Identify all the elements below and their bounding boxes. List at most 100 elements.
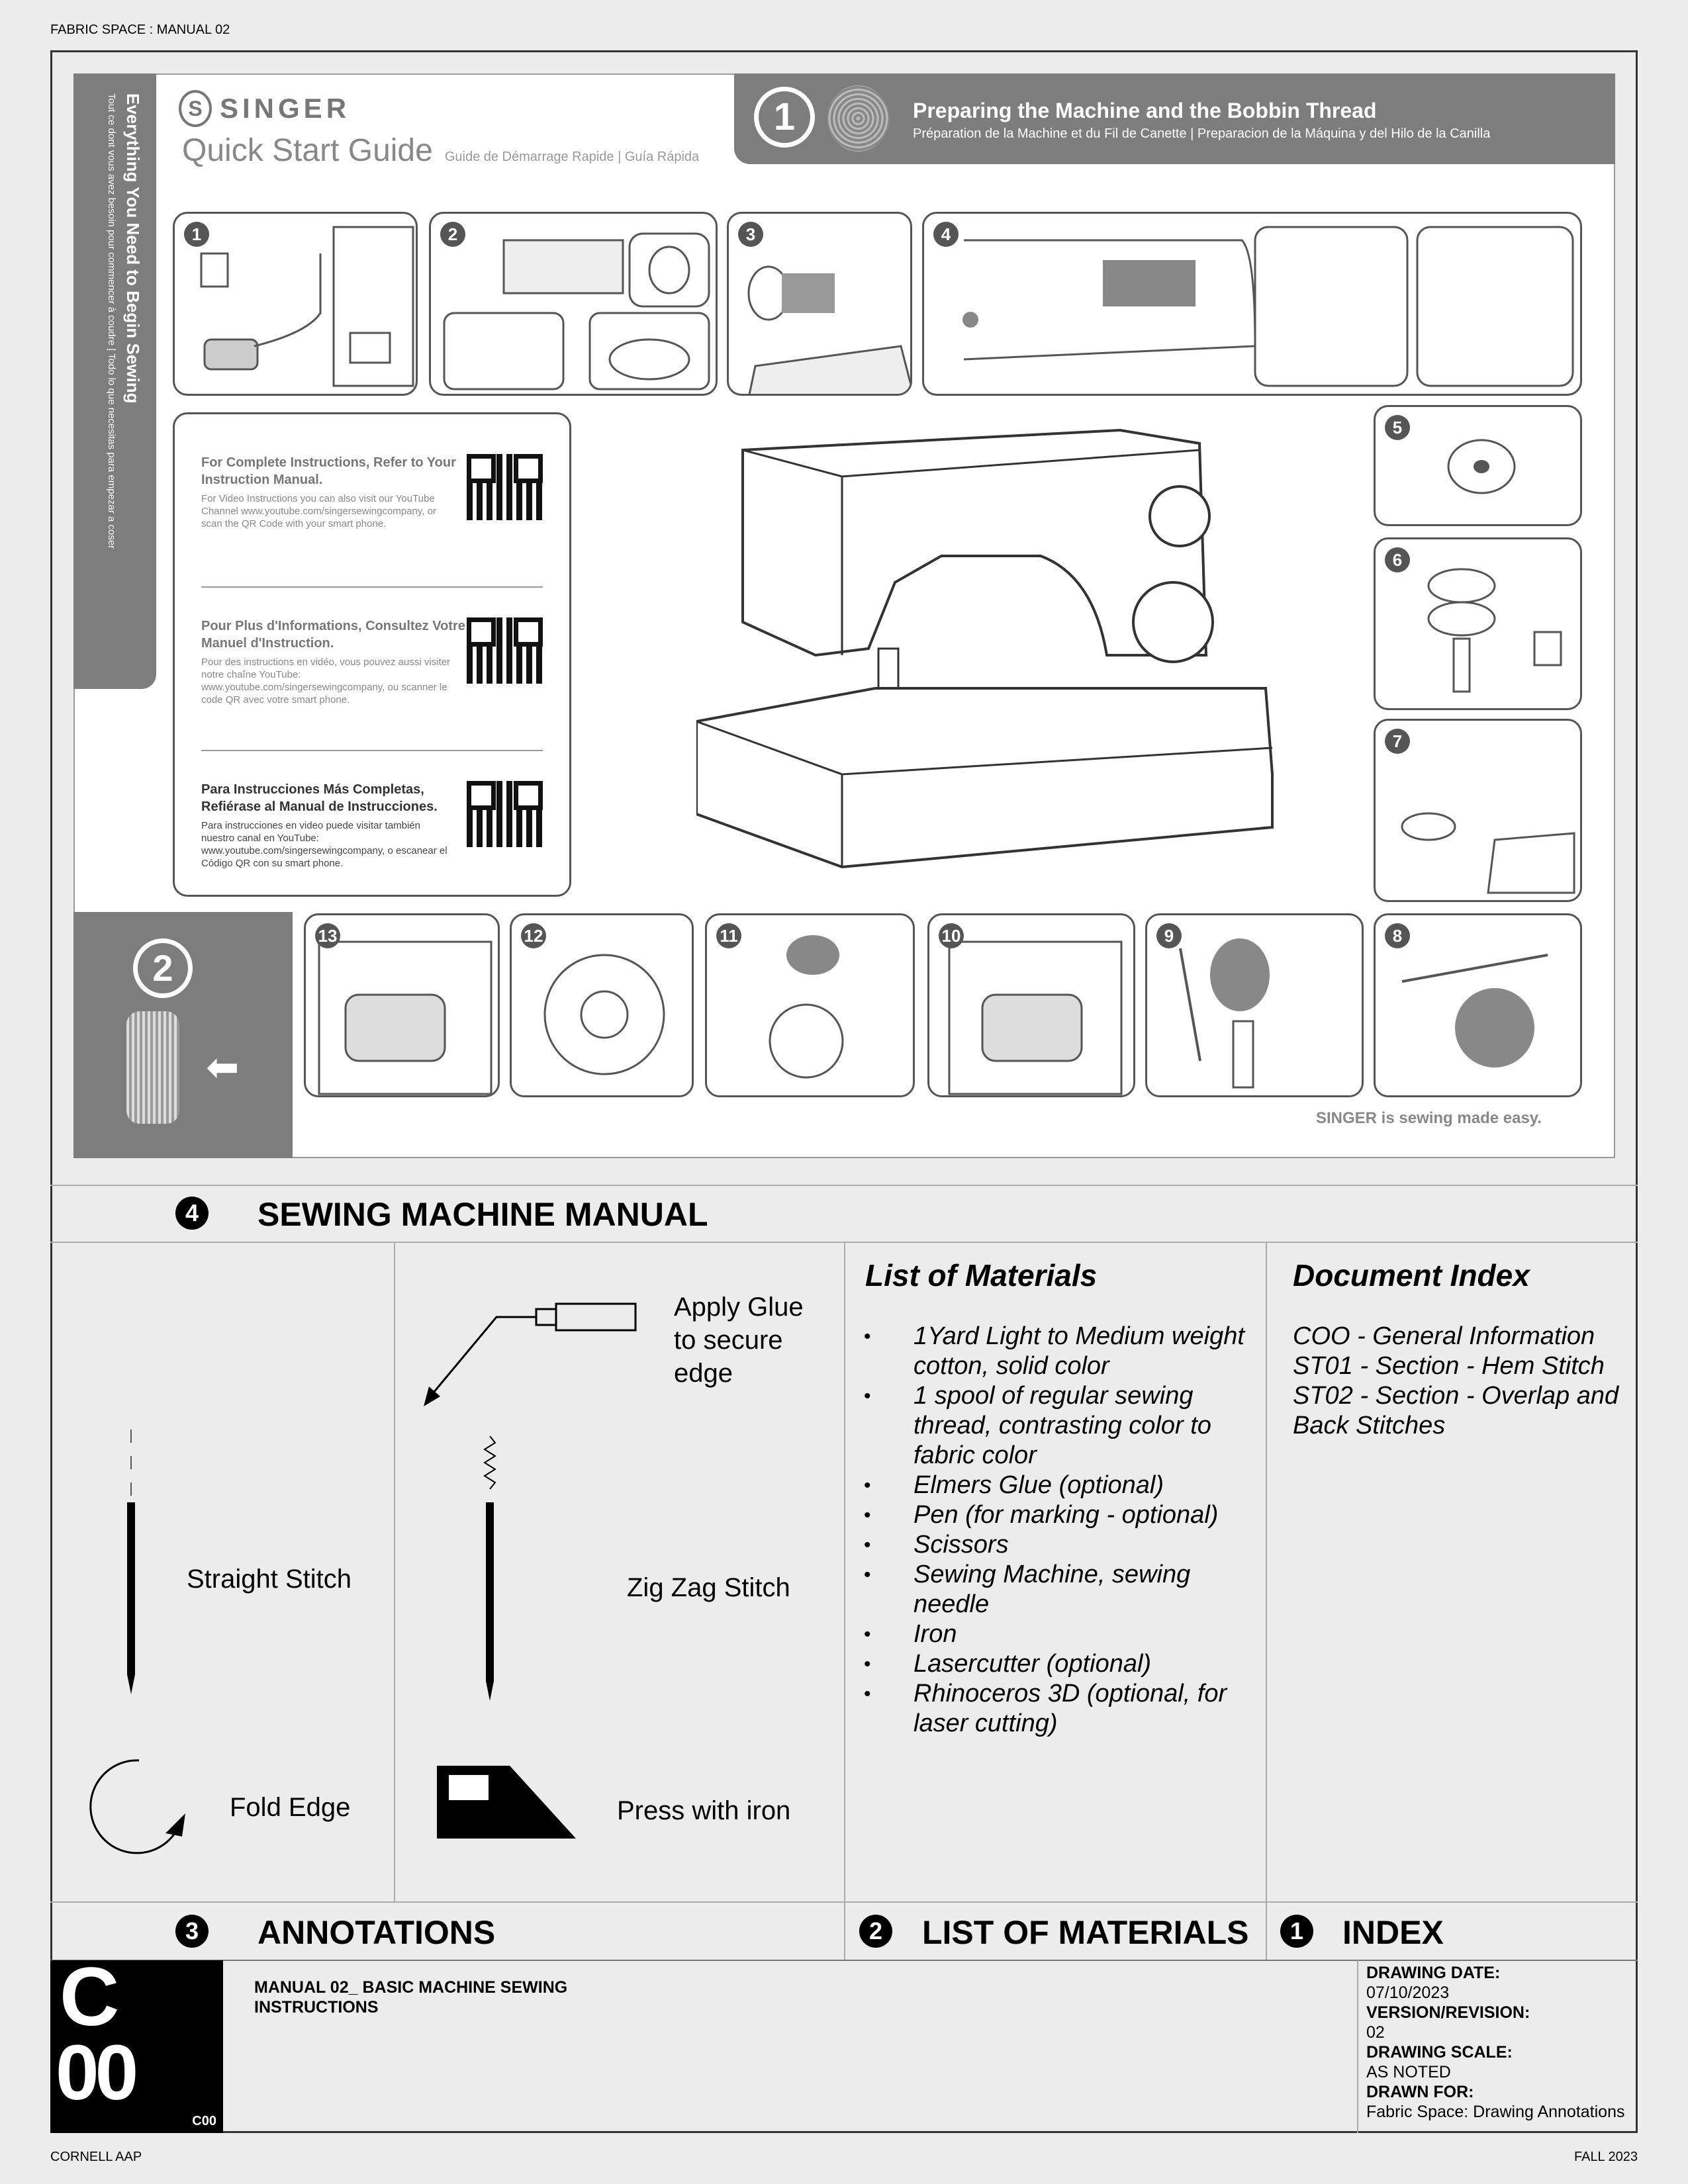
singer-sidebar: Everything You Need to Begin Sewing Tout… bbox=[73, 73, 156, 689]
list-item: 1 spool of regular sewing thread, contra… bbox=[864, 1381, 1248, 1471]
list-item: Scissors bbox=[864, 1530, 1248, 1560]
drawn-for-value: Fabric Space: Drawing Annotations bbox=[1366, 2103, 1625, 2121]
footer-left: CORNELL AAP bbox=[50, 2150, 142, 2164]
index-list: COO - General Information ST01 - Section… bbox=[1293, 1322, 1624, 1441]
glue-bottle-icon bbox=[424, 1302, 637, 1406]
section-title-annotations: ANNOTATIONS bbox=[258, 1914, 496, 1951]
materials-list: 1Yard Light to Medium weight cotton, sol… bbox=[864, 1322, 1248, 1739]
singer-s-icon: S bbox=[179, 90, 212, 127]
iron-icon bbox=[437, 1766, 576, 1839]
list-item: 1Yard Light to Medium weight cotton, sol… bbox=[864, 1322, 1248, 1381]
fold-edge-label: Fold Edge bbox=[230, 1793, 351, 1822]
sheet-code-block: C 00 C00 bbox=[50, 1960, 223, 2133]
step-panel: 7 bbox=[1374, 719, 1582, 902]
step-number: 10 bbox=[939, 923, 964, 948]
section-title: Preparing the Machine and the Bobbin Thr… bbox=[913, 99, 1377, 122]
section-title-index: INDEX bbox=[1342, 1914, 1444, 1951]
step-number: 4 bbox=[933, 222, 959, 247]
info-spanish: Para Instrucciones Más Completas, Refiér… bbox=[201, 781, 543, 895]
title-block-info: DRAWING DATE: 07/10/2023 VERSION/REVISIO… bbox=[1366, 1963, 1625, 2122]
step-panel: 4 bbox=[922, 212, 1582, 396]
list-item: Iron bbox=[864, 1619, 1248, 1649]
step-panel: 2 bbox=[429, 212, 718, 396]
index-item: ST01 - Section - Hem Stitch bbox=[1293, 1352, 1605, 1380]
step-panel: 1 bbox=[173, 212, 418, 396]
step-panel: 6 bbox=[1374, 537, 1582, 710]
drawn-for-label: DRAWN FOR: bbox=[1366, 2083, 1474, 2101]
section-subtitle: Préparation de la Machine et du Fil de C… bbox=[913, 126, 1491, 141]
section-number-1: 1 bbox=[1280, 1915, 1313, 1948]
section-2-number: 2 bbox=[133, 938, 193, 998]
step-panel: 10 bbox=[927, 913, 1135, 1097]
step-number: 9 bbox=[1156, 923, 1182, 948]
singer-tagline: SINGER is sewing made easy. bbox=[1316, 1109, 1542, 1127]
drawing-title: MANUAL 02_ BASIC MACHINE SEWING INSTRUCT… bbox=[254, 1978, 568, 2017]
date-value: 07/10/2023 bbox=[1366, 1983, 1450, 2002]
scale-label: DRAWING SCALE: bbox=[1366, 2043, 1513, 2062]
step-number: 11 bbox=[716, 923, 741, 948]
section-number: 1 bbox=[754, 87, 815, 148]
step-number: 12 bbox=[521, 923, 546, 948]
press-iron-label: Press with iron bbox=[617, 1796, 791, 1825]
straight-stitch-icon bbox=[127, 1430, 135, 1694]
step-number: 2 bbox=[440, 222, 465, 247]
qr-code bbox=[467, 617, 543, 684]
step-number: 6 bbox=[1385, 547, 1410, 572]
step-2-panel: 2 ⬅ bbox=[73, 912, 293, 1158]
straight-stitch-label: Straight Stitch bbox=[187, 1565, 352, 1594]
version-value: 02 bbox=[1366, 2023, 1385, 2042]
list-item: Pen (for marking - optional) bbox=[864, 1500, 1248, 1530]
index-item: COO - General Information bbox=[1293, 1322, 1595, 1350]
scale-value: AS NOTED bbox=[1366, 2063, 1451, 2081]
sheet-digits: 00 bbox=[56, 2029, 138, 2116]
step-number: 8 bbox=[1385, 923, 1410, 948]
materials-heading: List of Materials bbox=[865, 1258, 1098, 1293]
version-label: VERSION/REVISION: bbox=[1366, 2003, 1530, 2022]
sewing-machine-illustration bbox=[696, 428, 1274, 869]
section-title-materials: LIST OF MATERIALS bbox=[922, 1914, 1249, 1951]
section-number-3: 3 bbox=[175, 1915, 209, 1948]
index-item: ST02 - Section - Overlap and Back Stitch… bbox=[1293, 1382, 1619, 1439]
singer-logo: S SINGER bbox=[179, 90, 350, 127]
sidebar-title: Everything You Need to Begin Sewing bbox=[123, 93, 143, 404]
qr-code bbox=[467, 781, 543, 847]
list-item: Rhinoceros 3D (optional, for laser cutti… bbox=[864, 1679, 1248, 1739]
apply-glue-label: Apply Glue to secure edge bbox=[674, 1293, 804, 1388]
step-panel: 3 bbox=[727, 212, 912, 396]
sheet-letter: C bbox=[60, 1960, 120, 2043]
top-label: FABRIC SPACE : MANUAL 02 bbox=[50, 23, 230, 37]
sidebar-subtitle: Tout ce dont vous avez besoin pour comme… bbox=[106, 93, 117, 549]
guide-subtitle: Guide de Démarrage Rapide | Guía Rápida bbox=[444, 150, 700, 164]
footer-right: FALL 2023 bbox=[1573, 2150, 1638, 2164]
instructions-box: For Complete Instructions, Refer to Your… bbox=[173, 412, 571, 897]
step-number: 7 bbox=[1385, 729, 1410, 754]
date-label: DRAWING DATE: bbox=[1366, 1964, 1501, 1982]
zigzag-stitch-label: Zig Zag Stitch bbox=[627, 1573, 790, 1602]
step-panel: 12 bbox=[510, 913, 694, 1097]
guide-title: Quick Start Guide bbox=[182, 133, 433, 168]
list-item: Elmers Glue (optional) bbox=[864, 1471, 1248, 1500]
fold-edge-icon bbox=[89, 1759, 185, 1854]
section-number-4: 4 bbox=[175, 1197, 209, 1230]
step-panel: 8 bbox=[1374, 913, 1582, 1097]
section-number-2: 2 bbox=[859, 1915, 892, 1948]
step-number: 1 bbox=[184, 222, 209, 247]
list-item: Sewing Machine, sewing needle bbox=[864, 1560, 1248, 1619]
index-heading: Document Index bbox=[1293, 1258, 1530, 1293]
section-band: 1 Preparing the Machine and the Bobbin T… bbox=[734, 73, 1615, 164]
step-panel: 11 bbox=[705, 913, 915, 1097]
sheet-code: C00 bbox=[192, 2114, 216, 2128]
thread-spool-icon bbox=[126, 1011, 179, 1124]
step-panel: 5 bbox=[1374, 405, 1582, 526]
step-number: 5 bbox=[1385, 415, 1410, 440]
step-panel: 13 bbox=[304, 913, 500, 1097]
step-panel: 9 bbox=[1145, 913, 1364, 1097]
list-item: Lasercutter (optional) bbox=[864, 1649, 1248, 1679]
drawing-frame bbox=[50, 50, 1638, 2133]
singer-brand: SINGER bbox=[220, 93, 351, 124]
info-english: For Complete Instructions, Refer to Your… bbox=[201, 454, 543, 580]
step-number: 3 bbox=[738, 222, 763, 247]
bobbin-icon bbox=[827, 85, 890, 152]
qr-code bbox=[467, 454, 543, 520]
info-french: Pour Plus d'Informations, Consultez Votr… bbox=[201, 617, 543, 743]
